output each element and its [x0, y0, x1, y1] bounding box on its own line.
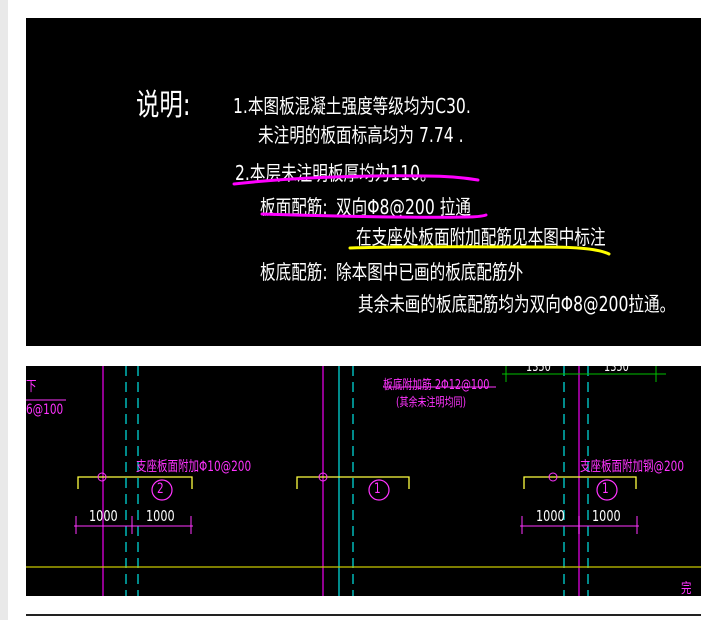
- marker-label-mid: 1: [374, 481, 381, 497]
- rebar-marker-mid: [368, 479, 390, 501]
- left-gutter: [0, 0, 8, 620]
- support-note-left: 支座板面附加Φ10@200: [136, 459, 252, 475]
- support-rebar-mid: [296, 476, 410, 489]
- support-rebar-left: [77, 476, 193, 489]
- node-dot: [97, 472, 107, 482]
- plan-drawing-panel: 下 6@100 1350 1350 板底附加筋 2Φ12@100 (其余未注明均…: [26, 366, 701, 596]
- bottom-rebar-value: 除本图中已画的板底配筋外: [336, 260, 524, 284]
- support-note-right: 支座板面附加钢@200: [580, 459, 685, 475]
- notes-heading: 说明:: [136, 88, 191, 123]
- handwritten-highlights: [232, 174, 611, 256]
- support-rebar-right: [523, 476, 637, 489]
- bottom-add-note: 板底附加筋 2Φ12@100: [383, 378, 490, 393]
- left-fragment-rebar: 6@100: [26, 402, 64, 418]
- support-note: 在支座处板面附加配筋见本图中标注: [356, 225, 606, 249]
- marker-label-right: 1: [602, 481, 609, 497]
- magenta-underline-top-rebar: [260, 212, 488, 219]
- dim-top-b: 1350: [604, 366, 629, 375]
- node-dot: [548, 472, 558, 482]
- rebar-marker-left: [151, 479, 173, 501]
- note-line-1b: 未注明的板面标高均为 7.74 .: [258, 123, 464, 147]
- left-fragment-label: 下: [26, 379, 37, 395]
- rebar-marker-right: [596, 479, 618, 501]
- design-notes-panel: 说明: 1.本图板混凝土强度等级均为C30. 未注明的板面标高均为 7.74 .…: [26, 18, 701, 346]
- bottom-rebar-value-2: 其余未画的板底配筋均为双向Φ8@200拉通。: [358, 292, 676, 316]
- dim-1000: 1000: [146, 507, 175, 525]
- node-dot: [318, 472, 328, 482]
- bottom-add-sub: (其余未注明均同): [396, 395, 467, 409]
- bottom-rebar-label: 板底配筋:: [260, 260, 328, 284]
- magenta-underline-line2: [232, 174, 480, 186]
- dim-1000: 1000: [536, 507, 565, 525]
- corner-glyph: 完: [681, 581, 692, 596]
- marker-label-left: 2: [157, 481, 164, 497]
- note-line-1: 1.本图板混凝土强度等级均为C30.: [233, 94, 471, 118]
- yellow-underline-support-note: [348, 245, 611, 256]
- dim-1000: 1000: [592, 507, 621, 525]
- bottom-divider: [26, 614, 701, 616]
- dim-1000: 1000: [89, 507, 118, 525]
- plan-linework: [26, 366, 701, 596]
- dim-top-a: 1350: [526, 366, 551, 375]
